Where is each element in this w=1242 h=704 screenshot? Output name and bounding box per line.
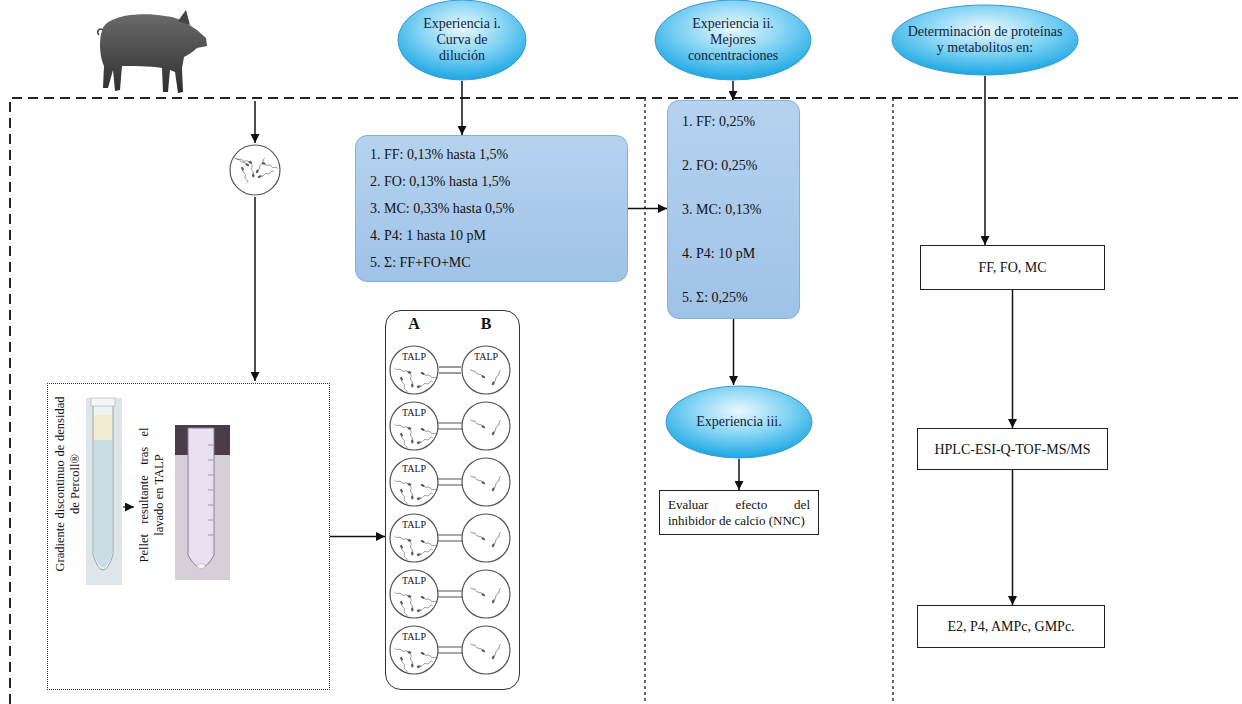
node-text: Pellet resultante tras el lavado en TALP [137,428,167,563]
well-outline [390,402,438,450]
arrow-connector [733,319,734,385]
percoll-tube-photo [86,398,122,585]
connector-line [1012,470,1014,605]
arrow-line [254,197,256,381]
node-text: TALP [461,351,511,363]
well-outline [390,514,438,562]
connector-line [984,76,986,245]
analysis-ellipse: Determinación de proteínas y metabolitos… [891,4,1079,76]
experiment-ellipse: Experiencia ii. Mejores concentraciones [654,0,812,81]
node-text: TALP [389,631,439,643]
connector-line [732,81,734,100]
connector-line [628,208,667,210]
arrow-connector [462,81,463,135]
talp-well: TALP [389,457,439,507]
node-text: TALP [389,575,439,587]
node-text: 4. P4: 1 hasta 10 pM [370,227,486,244]
talp-well: TALP [389,513,439,563]
node-text: 4. P4: 10 pM [682,245,755,262]
node-text: B [476,315,496,333]
ellipse-outline [398,0,526,80]
node-text: TALP [389,407,439,419]
channel-connector [439,367,461,373]
arrow-connector [985,76,986,245]
talp-well: TALP [461,345,511,395]
node-text: Experiencia i. Curva de dilución [412,16,512,64]
node-text: TALP [389,351,439,363]
experiment-ellipse: Experiencia i. Curva de dilución [397,0,527,81]
talp-well: TALP [389,401,439,451]
node-text: 2. FO: 0,13% hasta 1,5% [370,173,510,190]
node-text: Gradiente discontinuo de densidad de Per… [53,397,83,572]
node-text: 3. MC: 0,33% hasta 0,5% [370,200,514,217]
node-text: 3. MC: 0,13% [682,201,761,218]
arrow-line [123,506,134,507]
talp-well: TALP [389,345,439,395]
percoll-panel: Gradiente discontinuo de densidad de Per… [47,383,330,690]
node-text: 5. Σ: FF+FO+MC [370,254,471,271]
sperm-sample-circle [230,145,280,195]
arrow-connector [628,208,667,209]
connector-line [330,536,385,538]
well-outline [390,458,438,506]
node-text: 2. FO: 0,25% [682,157,757,174]
node-text: 1. FF: 0,13% hasta 1,5% [370,146,508,163]
talp-well: TALP [389,569,439,619]
arrow-line [254,101,256,143]
chamber-panel: A B TALP TALP TALP TALP TALP TALP TALP [385,310,520,690]
well-outline [462,346,510,394]
process-box: E2, P4, AMPc, GMPc. [917,605,1105,648]
pig-silhouette [98,10,207,93]
process-box: HPLC-ESI-Q-TOF-MS/MS [917,428,1108,470]
node-text: TALP [389,519,439,531]
node-text: E2, P4, AMPc, GMPc. [926,618,1096,635]
talp-well: TALP [389,625,439,675]
process-box: Evaluar efecto del inhibidor de calcio (… [659,490,819,535]
arrow-connector [1012,290,1013,428]
connector-line [439,366,461,367]
well-outline [390,570,438,618]
experiment-ellipse: Experiencia iii. [665,385,813,459]
concentration-list-box: 1. FF: 0,25% 2. FO: 0,25% 3. MC: 0,13% 4. P… [667,100,800,319]
well-outline [390,626,438,674]
node-text: A [404,315,424,333]
node-text: TALP [389,463,439,475]
ellipse-outline [666,386,812,458]
arrow-connector [733,81,734,100]
dashed-frame [10,98,1242,704]
node-text: Experiencia ii. Mejores concentraciones [669,16,797,64]
arrow-connector [739,459,740,490]
arrow-connector [1012,470,1013,605]
process-box: FF, FO, MC [920,245,1105,290]
concentration-list-box: 1. FF: 0,13% hasta 1,5% 2. FO: 0,13% hast… [355,135,628,282]
node-text: HPLC-ESI-Q-TOF-MS/MS [926,441,1099,458]
pellet-tube-photo [175,425,230,580]
ellipse-outline [892,5,1078,75]
node-text: 5. Σ: 0,25% [682,289,748,306]
connector-line [733,319,735,385]
ellipse-outline [655,0,811,80]
well-outline [390,346,438,394]
connector-line [461,81,463,135]
connector-line [439,372,461,373]
arrow-connector [330,536,385,537]
node-text: Experiencia iii. [689,414,789,430]
connector-line [1012,290,1014,428]
node-text: FF, FO, MC [929,259,1096,276]
node-text: Determinación de proteínas y metabolitos… [906,24,1064,56]
node-text: 1. FF: 0,25% [682,113,755,130]
node-text: Evaluar efecto del inhibidor de calcio (… [668,497,810,529]
connector-line [738,459,740,490]
